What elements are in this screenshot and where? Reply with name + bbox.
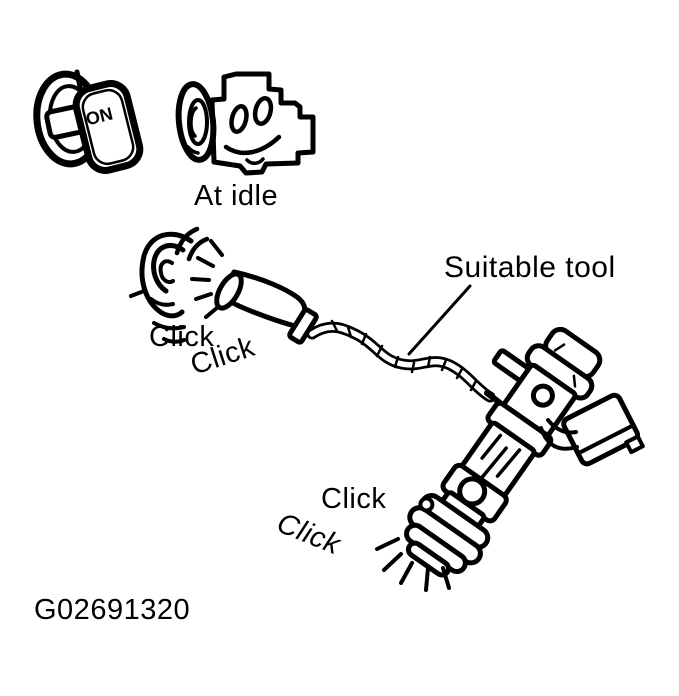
figure-code: G02691320 [34, 594, 191, 626]
sound-lines-ear [190, 239, 224, 319]
tool-butt-cap [214, 271, 244, 311]
sound-lines-injector [375, 537, 451, 592]
ear-listening-icon [129, 226, 210, 344]
engine-eye-right [252, 96, 274, 126]
flexible-shaft [306, 319, 503, 406]
engine-eye-left [229, 104, 249, 134]
engine-pulley [175, 81, 217, 163]
ear-sound-arc [186, 236, 210, 262]
at-idle-label: At idle [194, 180, 279, 212]
suitable-tool-label: Suitable tool [444, 251, 616, 284]
fuel-injector [404, 326, 603, 578]
ignition-key-on-icon [33, 69, 144, 174]
injector-tip-cap [405, 540, 451, 578]
injector-connector [561, 392, 645, 467]
connector-bracket [539, 418, 579, 451]
suitable-tool-leader-line [407, 284, 472, 356]
engine-mouth [223, 134, 282, 156]
engine-at-idle-icon [175, 71, 316, 176]
ear-sound-arc [174, 226, 200, 256]
click-label-ear-1: Click [149, 321, 215, 353]
screwdriver-tool [214, 269, 503, 406]
click-label-injector-1: Click [321, 483, 387, 515]
